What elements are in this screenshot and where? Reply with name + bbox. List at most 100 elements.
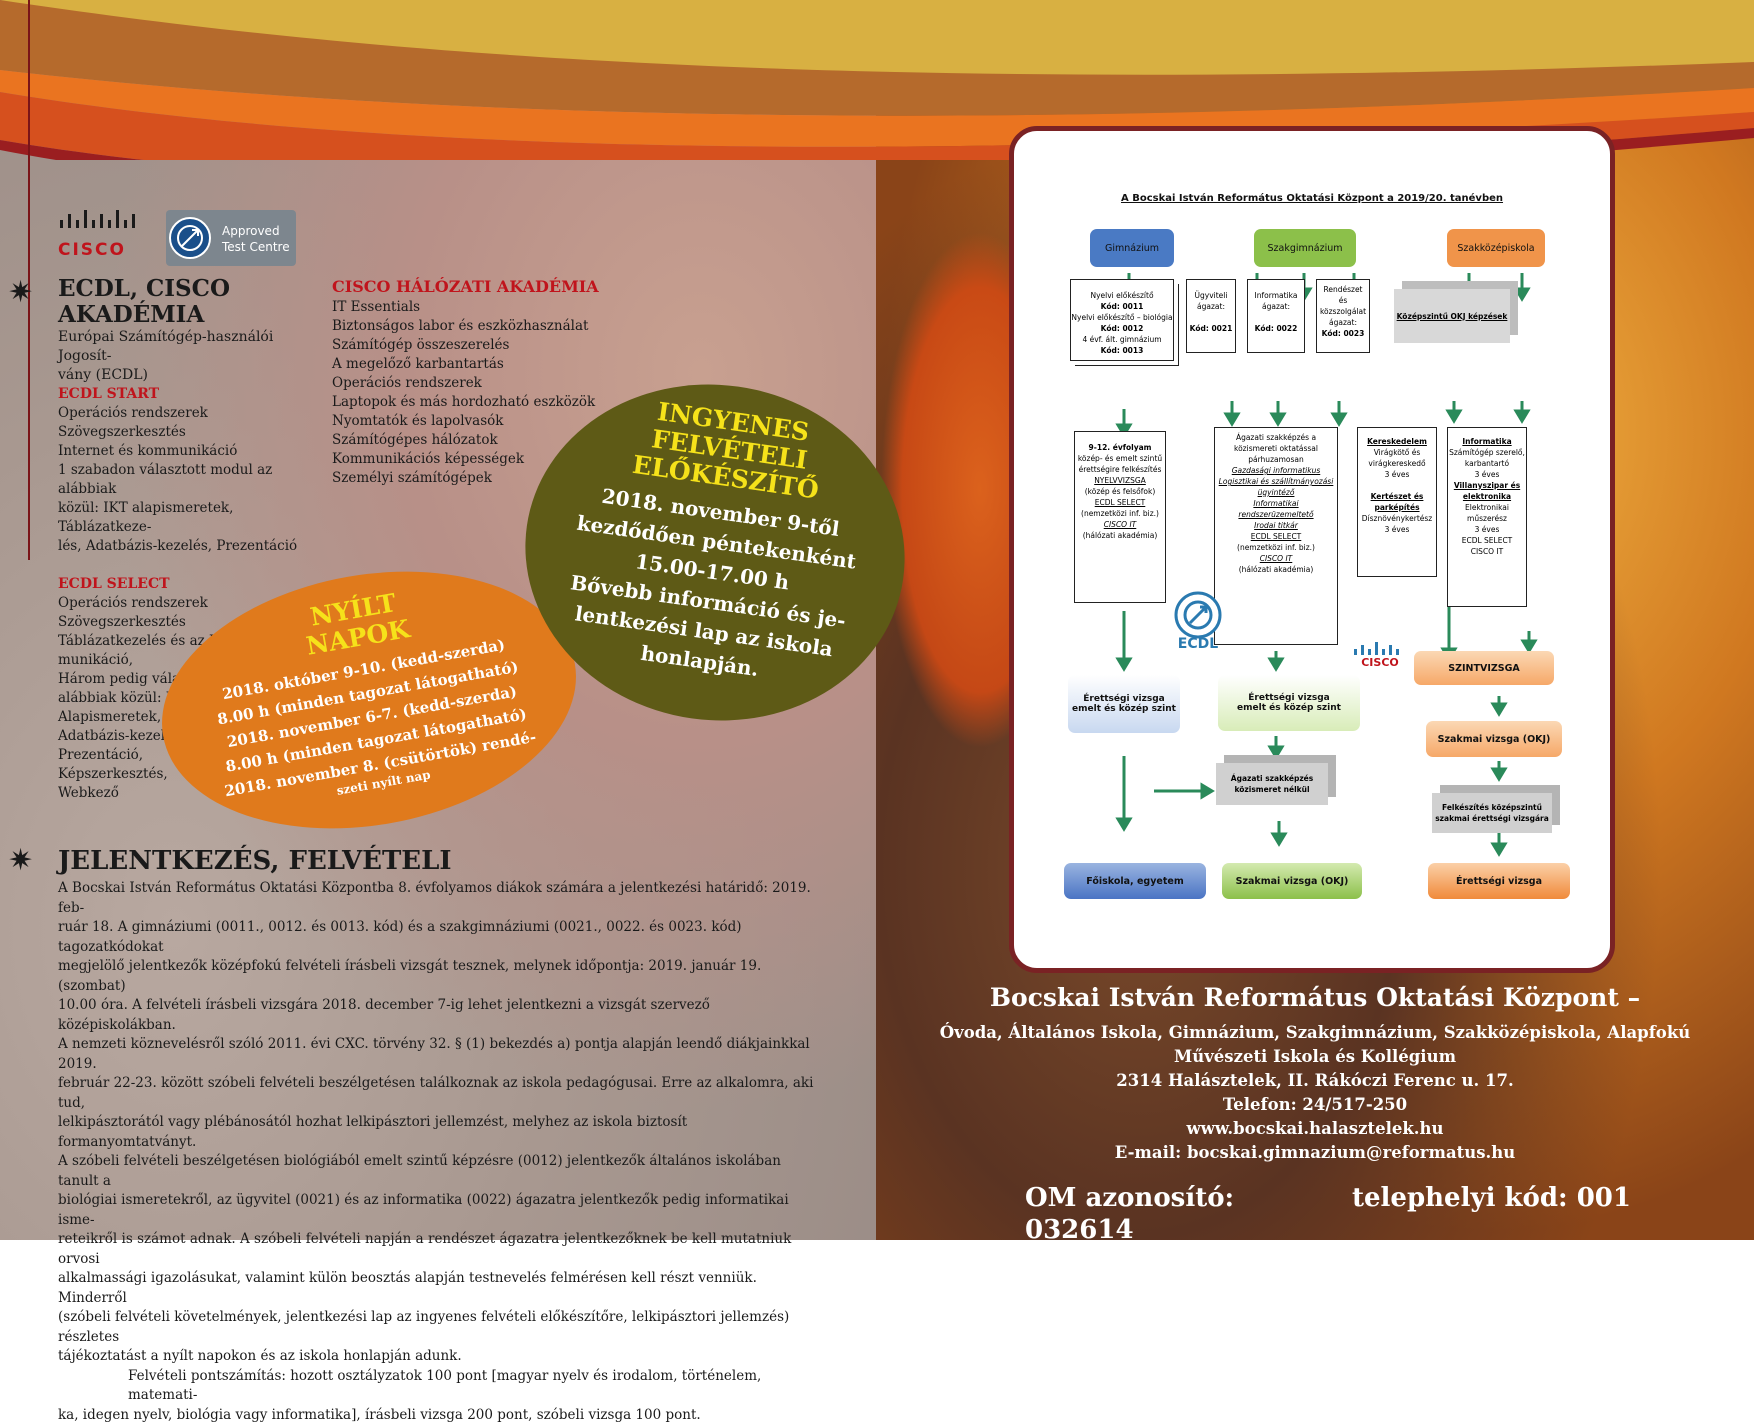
felkeszites-box: Felkészítés középszintű szakmai érettség… (1432, 793, 1552, 833)
box-line: Kód: 0023 (1317, 328, 1369, 339)
box-line: szakmai érettségi vizsgára (1435, 813, 1549, 824)
admission-line: A Bocskai István Református Oktatási Köz… (58, 879, 818, 918)
cisco-logo: CISCO (58, 206, 148, 258)
box-line: Villanyszipar és (1448, 480, 1526, 491)
okj-training-box: Középszintű OKJ képzések (1394, 289, 1510, 343)
kereskedelem-detail-box: Kereskedelem Virágkötő és virágkereskedő… (1357, 427, 1437, 577)
box-line: közép- és emelt szintű (1075, 453, 1165, 464)
box-line: Kereskedelem (1358, 436, 1436, 447)
list-item: Biztonságos labor és eszközhasználat (332, 317, 632, 336)
gimnazium-codes-box: Nyelvi előkészítő Kód: 0011 Nyelvi előké… (1070, 279, 1174, 361)
ecdl-logo-label: ECDL (1172, 639, 1224, 650)
admission-line: Felvételi pontszámítás: hozott osztályza… (58, 1367, 818, 1406)
list-item: Internet és kommunikáció (58, 442, 328, 461)
flowchart-card: A Bocskai István Református Oktatási Köz… (1009, 126, 1615, 973)
box-line: emelt és közép szint (1072, 704, 1176, 714)
box-line: Nyelvi előkészítő – biológia (1071, 312, 1173, 323)
box-line: Rendészet (1317, 284, 1369, 295)
box-line: CISCO IT (1075, 519, 1165, 530)
box-line: (közép és felsőfok) (1075, 486, 1165, 497)
box-line: Informatikai rendszerüzemeltető (1215, 498, 1337, 520)
box-line (1187, 312, 1235, 323)
box-line (1248, 312, 1304, 323)
list-item: IT Essentials (332, 298, 632, 317)
ecdl-globe-icon (1170, 591, 1226, 639)
list-item: Számítógép összeszerelés (332, 336, 632, 355)
outcome-foiskola: Főiskola, egyetem (1064, 863, 1206, 899)
box-line: Ágazati szakképzés a (1215, 432, 1337, 443)
list-item: lés, Adatbázis-kezelés, Prezentáció (58, 537, 328, 556)
box-line: Felkészítés középszintű (1442, 802, 1542, 813)
box-line: Kertészet és (1358, 491, 1436, 502)
box-line: Kód: 0011 (1071, 301, 1173, 312)
box-line: műszerész (1448, 513, 1526, 524)
gimnazium-detail-box: 9-12. évfolyam közép- és emelt szintű ér… (1074, 431, 1166, 603)
school-email-link[interactable]: E-mail: bocskai.gimnazium@reformatus.hu (900, 1141, 1730, 1165)
rendeszet-box: Rendészet és közszolgálat ágazat: Kód: 0… (1316, 279, 1370, 353)
box-line: ágazat: (1317, 317, 1369, 328)
approved-test-centre-logo: Approved Test Centre (166, 210, 296, 266)
box-line: CISCO IT (1215, 553, 1337, 564)
outcome-erettsegi: Érettségi vizsga (1428, 863, 1570, 899)
list-item: Szövegszerkesztés (58, 423, 328, 442)
agazati-szakkepzes-box: Ágazati szakképzés közismeret nélkül (1216, 763, 1328, 805)
box-line: ágazat: (1187, 301, 1235, 312)
admission-line: 10.00 óra. A felvételi írásbeli vizsgára… (58, 996, 818, 1035)
box-line: Kód: 0013 (1071, 345, 1173, 356)
site-code: telephelyi kód: 001 (1352, 1182, 1652, 1214)
box-line: Kód: 0021 (1187, 323, 1235, 334)
admission-line: A nemzeti köznevelésről szóló 2011. évi … (58, 1035, 818, 1074)
box-line: Ügyviteli (1187, 290, 1235, 301)
school-name: Bocskai István Református Oktatási Közpo… (900, 983, 1730, 1013)
admission-line: lelkipásztorától vagy plébánosától hozha… (58, 1113, 818, 1152)
box-line: Kód: 0022 (1248, 323, 1304, 334)
admission-line: (szóbeli felvételi követelmények, jelent… (58, 1308, 818, 1347)
list-item: A megelőző karbantartás (332, 355, 632, 374)
ecdl-desc-line1: Európai Számítógép-használói Jogosít- (58, 328, 328, 366)
section-star-icon: ✷ (8, 846, 33, 876)
cisco-logo-text: CISCO (58, 240, 148, 260)
ecdl-title: ECDL, CISCO AKADÉMIA (58, 276, 328, 328)
box-line: emelt és közép szint (1237, 703, 1341, 713)
box-line: Érettségi vizsga (1248, 693, 1329, 703)
admission-line: biológiai ismeretekről, az ügyvitel (002… (58, 1191, 818, 1230)
admission-title: JELENTKEZÉS, FELVÉTELI (58, 845, 818, 877)
admission-line: megjelölő jelentkezők középfokú felvétel… (58, 957, 818, 996)
szintvizsga-box: SZINTVIZSGA (1414, 651, 1554, 685)
box-line: Virágkötő és (1358, 447, 1436, 458)
contact-block: Óvoda, Általános Iskola, Gimnázium, Szak… (900, 1021, 1730, 1165)
szakgimnazium-detail-box: Ágazati szakképzés a közismereti oktatás… (1214, 427, 1338, 645)
box-line: közismereti oktatással (1215, 443, 1337, 454)
atc-line2: Test Centre (222, 240, 290, 254)
admission-line: ruár 18. A gimnáziumi (0011., 0012. és 0… (58, 918, 818, 957)
school-website-link[interactable]: www.bocskai.halasztelek.hu (900, 1117, 1730, 1141)
ugyvitel-box: Ügyviteli ágazat: Kód: 0021 (1186, 279, 1236, 353)
box-line: karbantartó (1448, 458, 1526, 469)
box-line: ECDL SELECT (1215, 531, 1337, 542)
box-line: közismeret nélkül (1234, 784, 1309, 795)
list-item: közül: IKT alapismeretek, Táblázatkeze- (58, 499, 328, 537)
admission-section: JELENTKEZÉS, FELVÉTELI A Bocskai István … (58, 845, 818, 1425)
szakgimnazium-erettsegi-box: Érettségi vizsga emelt és közép szint (1218, 675, 1360, 731)
school-address: 2314 Halásztelek, II. Rákóczi Ferenc u. … (900, 1069, 1730, 1093)
globe-icon (168, 216, 212, 260)
school-types-line2: Művészeti Iskola és Kollégium (900, 1045, 1730, 1069)
box-line: Irodai titkár (1215, 520, 1337, 531)
box-line: (hálózati akadémia) (1075, 530, 1165, 541)
okj-szakmai-vizsga-box: Szakmai vizsga (OKJ) (1426, 721, 1562, 757)
ecdl-start-title: ECDL START (58, 385, 328, 404)
outcome-szakmai-vizsga: Szakmai vizsga (OKJ) (1222, 863, 1362, 899)
cisco-bars-icon (58, 206, 148, 236)
box-line: Informatika (1248, 290, 1304, 301)
box-line: és (1317, 295, 1369, 306)
box-line: érettségire felkészítés (1075, 464, 1165, 475)
box-line: Kód: 0012 (1071, 323, 1173, 334)
admission-line: A szóbeli felvételi beszélgetésen biológ… (58, 1152, 818, 1191)
cisco-academy-title: CISCO HÁLÓZATI AKADÉMIA (332, 276, 632, 298)
box-line: (hálózati akadémia) (1215, 564, 1337, 575)
box-line: Gazdasági informatikus (1215, 465, 1337, 476)
admission-line: tájékoztatást a nyílt napokon és az isko… (58, 1347, 818, 1367)
informatika-box: Informatika ágazat: Kód: 0022 (1247, 279, 1305, 353)
box-line: Érettségi vizsga (1083, 694, 1164, 704)
box-line: 4 évf. ált. gimnázium (1071, 334, 1173, 345)
